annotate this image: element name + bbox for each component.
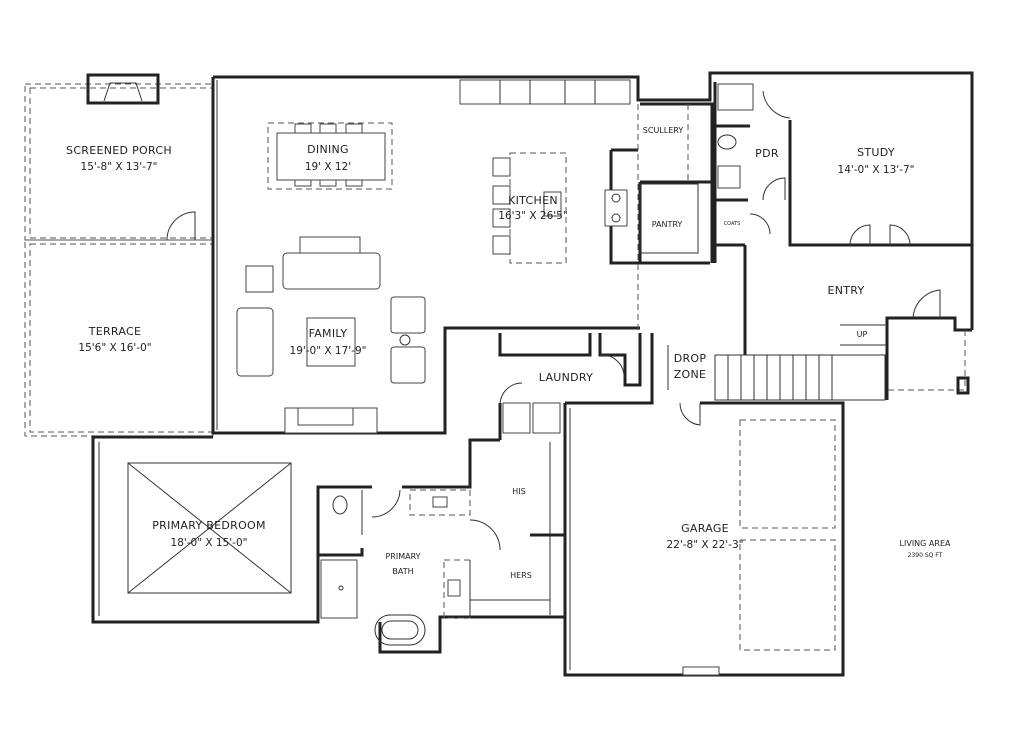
coats-label: COATS bbox=[724, 221, 741, 227]
dining-table bbox=[267, 122, 393, 190]
entry-label: ENTRY bbox=[827, 284, 864, 297]
fireplace bbox=[86, 73, 160, 105]
study-label: STUDY bbox=[857, 146, 895, 159]
laundry-label: LAUNDRY bbox=[539, 371, 593, 384]
study-size: 14'-0" X 13'-7" bbox=[838, 164, 915, 176]
stairs-up-label: UP bbox=[857, 330, 868, 339]
primary-bath-fixtures bbox=[318, 442, 565, 646]
primary-bath-label-1: PRIMARY bbox=[385, 552, 420, 561]
family-label: FAMILY bbox=[309, 327, 348, 340]
scullery-label: SCULLERY bbox=[643, 126, 684, 135]
family-size: 19'-0" X 17'-9" bbox=[290, 345, 367, 357]
drop-zone-label-2: ZONE bbox=[674, 368, 707, 381]
kitchen-label: KITCHEN bbox=[508, 194, 558, 207]
hers-closet-label: HERS bbox=[510, 571, 532, 580]
great-room-walls bbox=[211, 71, 974, 435]
terrace-area bbox=[24, 239, 214, 437]
primary-bedroom-label: PRIMARY BEDROOM bbox=[152, 519, 266, 532]
primary-bedroom-size: 18'-0" X 15'-0" bbox=[171, 537, 248, 549]
garage-size: 22'-8" X 22'-3" bbox=[667, 539, 744, 551]
service-rooms bbox=[638, 82, 972, 330]
screened-porch-size: 15'-8" X 13'-7" bbox=[81, 161, 158, 173]
room-labels: SCREENED PORCH 15'-8" X 13'-7" TERRACE 1… bbox=[66, 126, 951, 580]
bedroom-wing bbox=[91, 403, 567, 654]
terrace-size: 15'6" X 16'-0" bbox=[78, 342, 151, 354]
kitchen-size: 16'3" X 26'5" bbox=[498, 210, 567, 222]
garage-label: GARAGE bbox=[681, 522, 729, 535]
primary-bath-label-2: BATH bbox=[392, 567, 413, 576]
laundry-dropzone bbox=[443, 333, 701, 440]
pdr-label: PDR bbox=[755, 147, 779, 160]
living-area-value: 2390 SQ FT bbox=[908, 552, 943, 559]
dining-size: 19' X 12' bbox=[305, 161, 351, 173]
stair-treads bbox=[727, 355, 833, 400]
living-area-label: LIVING AREA bbox=[900, 539, 951, 548]
drop-zone-label-1: DROP bbox=[674, 352, 707, 365]
kitchen-fixtures bbox=[492, 104, 710, 330]
dining-label: DINING bbox=[307, 143, 349, 156]
his-closet-label: HIS bbox=[512, 487, 525, 496]
garage-area bbox=[563, 401, 845, 677]
family-furniture bbox=[236, 236, 426, 384]
terrace-label: TERRACE bbox=[88, 325, 142, 338]
entry-stairs bbox=[714, 289, 972, 401]
screened-porch-area bbox=[24, 73, 214, 241]
pantry-label: PANTRY bbox=[652, 220, 683, 229]
screened-porch-label: SCREENED PORCH bbox=[66, 144, 172, 157]
